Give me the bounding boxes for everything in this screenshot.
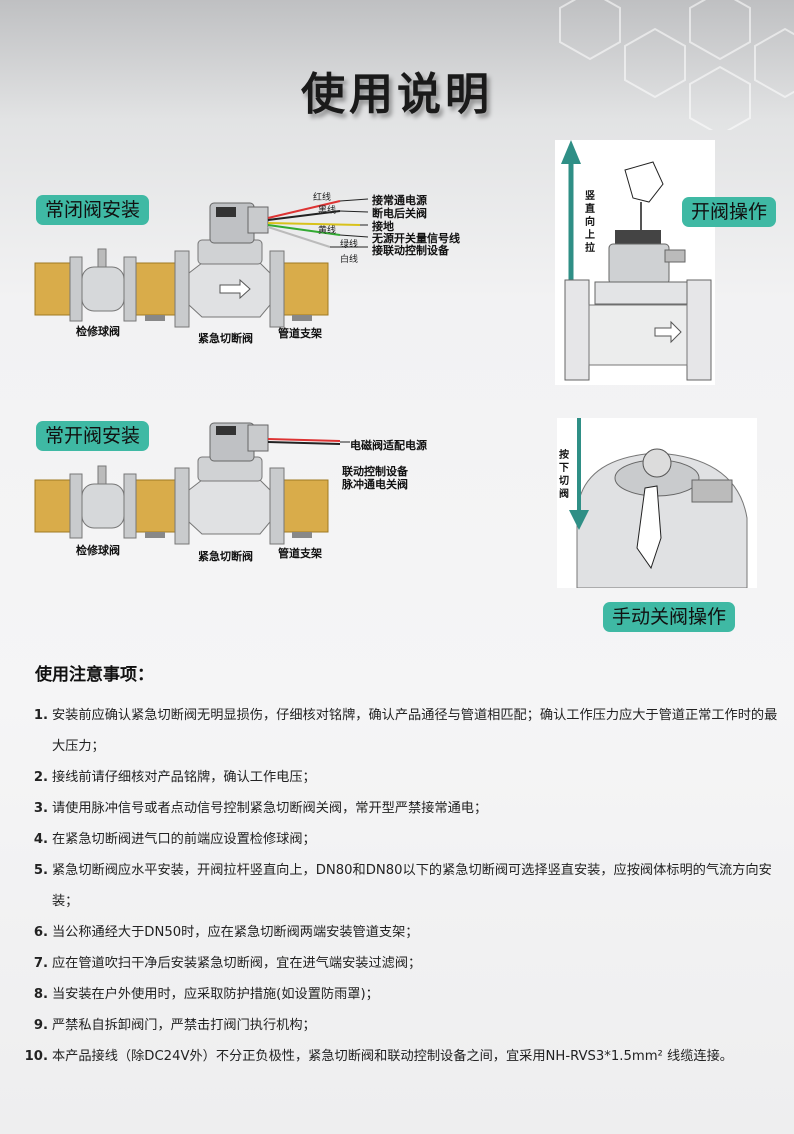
- pipe-support-label-2: 管道支架: [278, 547, 322, 560]
- open-operation-diagram: [555, 140, 715, 385]
- normally-open-label: 常开阀安装: [36, 421, 150, 451]
- note-item: 5.紧急切断阀应水平安装，开阀拉杆竖直向上，DN80和DN80以下的紧急切断阀可…: [33, 863, 772, 909]
- wire-white: 白线: [340, 255, 359, 265]
- cutoff-valve-label-2: 紧急切断阀: [198, 550, 253, 563]
- wire-green: 绿线: [340, 240, 359, 250]
- conn-close: 断电后关阀: [372, 207, 427, 220]
- conn-linkage: 接联动控制设备: [372, 244, 449, 257]
- normally-closed-label: 常闭阀安装: [36, 195, 150, 225]
- note-item: 3.请使用脉冲信号或者点动信号控制紧急切断阀关阀，常开型严禁接常通电；: [33, 801, 488, 816]
- conn-power: 接常通电源: [372, 194, 427, 207]
- note-item: 4.在紧急切断阀进气口的前端应设置检修球阀；: [33, 832, 316, 847]
- conn-signal: 无源开关量信号线: [372, 232, 460, 245]
- note-item: 8.当安装在户外使用时，应采取防护措施(如设置防雨罩)；: [33, 987, 379, 1002]
- ball-valve-label-2: 检修球阀: [76, 544, 120, 557]
- linkage-label-1: 联动控制设备: [342, 465, 408, 478]
- manual-close-label: 手动关阀操作: [603, 602, 736, 632]
- normally-open-diagram: [34, 422, 350, 545]
- hexagon-pattern: [559, 0, 794, 130]
- note-item: 10.本产品接线（除DC24V外）不分正负极性，紧急切断阀和联动控制设备之间，宜…: [24, 1049, 733, 1064]
- page-title: 使用说明: [301, 69, 493, 120]
- notes-list: 1.安装前应确认紧急切断阀无明显损伤，仔细核对铭牌，确认产品通径与管道相匹配；确…: [22, 700, 778, 1072]
- note-item: 6.当公称通经大于DN50时，应在紧急切断阀两端安装管道支架；: [33, 925, 419, 940]
- note-item: 1.安装前应确认紧急切断阀无明显损伤，仔细核对铭牌，确认产品通径与管道相匹配；确…: [33, 708, 778, 754]
- open-operation-label: 开阀操作: [682, 197, 777, 227]
- pipe-support-label: 管道支架: [278, 327, 322, 340]
- ball-valve-label: 检修球阀: [76, 325, 120, 338]
- note-item: 2.接线前请仔细核对产品铭牌，确认工作电压；: [33, 770, 316, 785]
- note-item: 7.应在管道吹扫干净后安装紧急切断阀，宜在进气端安装过滤阀；: [33, 956, 422, 971]
- wire-black: 黑线: [318, 206, 337, 216]
- power-label: 电磁阀适配电源: [350, 439, 427, 452]
- wire-red: 红线: [313, 193, 332, 203]
- cutoff-valve-label: 紧急切断阀: [198, 332, 253, 345]
- pull-up-text: 竖直向上拉: [585, 191, 595, 254]
- linkage-label-2: 脉冲通电关阀: [342, 478, 408, 491]
- wire-yellow: 黄线: [318, 226, 337, 236]
- notes-heading: 使用注意事项：: [35, 665, 154, 685]
- manual-close-diagram: [557, 418, 757, 588]
- normally-closed-diagram: [34, 198, 369, 328]
- conn-ground: 接地: [372, 220, 394, 233]
- press-down-text: 按下切阀: [559, 450, 569, 500]
- note-item: 9.严禁私自拆卸阀门，严禁击打阀门执行机构；: [33, 1018, 316, 1033]
